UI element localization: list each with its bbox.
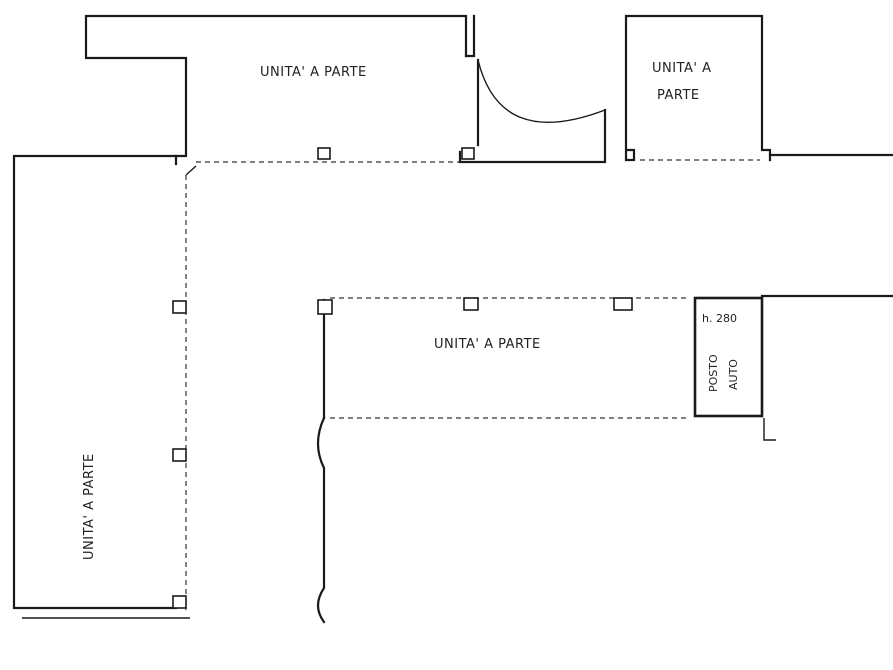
pillar <box>172 448 187 462</box>
label-top-right-unit-line1: UNITA' A <box>652 61 712 76</box>
pillar <box>463 297 479 311</box>
pillar <box>613 297 633 311</box>
label-top-unit: UNITA' A PARTE <box>260 65 367 80</box>
door-swing-arc <box>477 59 606 123</box>
wall-top-unit-right <box>464 14 476 58</box>
pillar <box>172 595 187 609</box>
label-left-unit: UNITA' A PARTE <box>82 453 97 560</box>
pillar <box>317 299 333 315</box>
label-middle-unit: UNITA' A PARTE <box>434 337 541 352</box>
label-top-right-unit-line2: PARTE <box>657 88 700 103</box>
pillar <box>172 300 187 314</box>
wall-door-jamb <box>458 58 607 164</box>
wall-top-right-unit <box>624 14 772 162</box>
parking-label-line1: POSTO <box>707 354 720 392</box>
wall-left-unit <box>12 154 178 610</box>
wall-parking-bottom <box>763 418 776 441</box>
parking-space-outline <box>693 296 764 418</box>
wall-lower-corridor <box>316 416 326 624</box>
pillar <box>461 147 475 160</box>
parking-height-label: h. 280 <box>702 312 737 325</box>
pillar <box>317 147 331 160</box>
wall-left-corner <box>185 165 197 176</box>
wall-top-unit <box>84 14 468 166</box>
parking-label-line2: AUTO <box>727 359 740 390</box>
